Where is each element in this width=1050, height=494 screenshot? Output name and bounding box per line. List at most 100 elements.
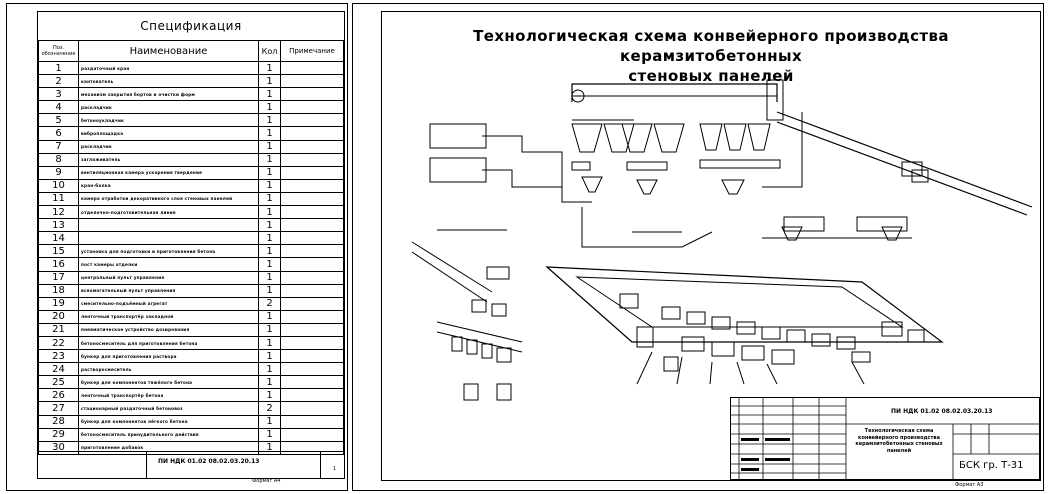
row-note — [280, 139, 344, 154]
scheme-drawing — [411, 79, 1033, 401]
mixer — [721, 179, 745, 195]
row-note — [280, 87, 344, 102]
row-note — [280, 191, 344, 207]
row-note — [280, 335, 344, 351]
row-number: 10 — [38, 178, 79, 193]
panel-stacks — [619, 293, 925, 372]
row-number: 16 — [38, 257, 79, 272]
row-number: 28 — [38, 414, 79, 429]
specification-format: Формат А4 — [252, 478, 281, 484]
row-number: 24 — [38, 362, 79, 377]
row-name: пневматическое устройство дозирования — [78, 322, 259, 337]
row-name — [78, 231, 259, 246]
mixer — [581, 176, 603, 193]
left-line — [411, 229, 510, 317]
row-number: 13 — [38, 218, 79, 233]
row-qty: 1 — [258, 218, 281, 233]
row-note — [280, 309, 344, 324]
row-qty: 1 — [258, 362, 281, 377]
right-units — [781, 169, 929, 241]
specification-frame: Спецификация Поз. обозначение Наименован… — [37, 11, 345, 479]
row-number: 20 — [38, 309, 79, 324]
row-name: бункер для компонентов тяжёлого бетона — [78, 375, 259, 390]
specification-table: Поз. обозначение Наименование Кол Примеч… — [38, 40, 344, 455]
row-note — [280, 375, 344, 390]
molds — [661, 306, 871, 365]
row-name: вспомогательный пульт управления — [78, 283, 259, 298]
scheme-frame: Технологическая схема конвейерного произ… — [381, 11, 1041, 481]
row-qty: 1 — [258, 231, 281, 246]
row-note — [280, 244, 344, 259]
row-name: центральный пульт управления — [78, 270, 259, 285]
mixer — [636, 179, 658, 195]
row-note — [280, 231, 344, 246]
row-number: 1 — [38, 60, 79, 76]
row-qty: 1 — [258, 257, 281, 272]
row-qty: 1 — [258, 126, 281, 141]
row-name: установка для подготовки и приготовления… — [78, 244, 259, 259]
row-number: 15 — [38, 244, 79, 259]
row-name: кантователь — [78, 74, 259, 89]
row-number: 11 — [38, 191, 79, 207]
scheme-stamp-code: ПИ НДК 01.02 08.02.03.20.13 — [891, 408, 993, 415]
row-number: 7 — [38, 139, 79, 154]
row-name: пост камеры отделки — [78, 257, 259, 272]
row-number: 19 — [38, 296, 79, 311]
pipeline — [482, 169, 562, 188]
row-name: смесительно-подъёмный агрегат — [78, 296, 259, 311]
row-note — [280, 100, 344, 115]
row-note — [280, 414, 344, 429]
row-number: 9 — [38, 165, 79, 180]
row-note — [280, 349, 344, 364]
row-qty: 1 — [258, 60, 281, 76]
row-number: 21 — [38, 322, 79, 337]
specification-stamp: ПИ НДК 01.02 08.02.03.20.13 1 — [38, 451, 344, 478]
row-note — [280, 322, 344, 337]
drive-pulley — [571, 89, 585, 103]
row-note — [280, 165, 344, 180]
row-name: заглаживатель — [78, 152, 259, 167]
row-qty: 1 — [258, 349, 281, 364]
row-note — [280, 205, 344, 220]
scheme-title-line1: Технологическая схема конвейерного произ… — [473, 27, 949, 65]
gallery-conveyor — [571, 83, 778, 97]
row-note — [280, 362, 344, 377]
row-qty: 1 — [258, 375, 281, 390]
row-name: кран-балка — [78, 178, 259, 193]
row-name: виброплощадка — [78, 126, 259, 141]
row-note — [280, 296, 344, 311]
row-number: 29 — [38, 427, 79, 442]
row-name: ленточный транспортёр бетона — [78, 388, 259, 403]
row-name: камера отработки декоративного слоя стен… — [78, 191, 259, 207]
scheme-title-line2: стеновых панелей — [628, 67, 794, 85]
specification-stamp-code: ПИ НДК 01.02 08.02.03.20.13 — [158, 458, 260, 465]
header-note: Примечание — [280, 40, 344, 62]
row-qty: 1 — [258, 100, 281, 115]
row-qty: 1 — [258, 139, 281, 154]
row-number: 6 — [38, 126, 79, 141]
pipeline — [482, 135, 592, 203]
table-header-row: Поз. обозначение Наименование Кол Примеч… — [38, 40, 344, 62]
scheme-sheet: Технологическая схема конвейерного произ… — [352, 3, 1044, 491]
row-qty: 1 — [258, 244, 281, 259]
hopper-group-2 — [621, 123, 685, 171]
row-qty: 1 — [258, 178, 281, 193]
scheme-stamp: ПИ НДК 01.02 08.02.03.20.13 Технологичес… — [730, 397, 1041, 481]
row-name: раскладчик — [78, 139, 259, 154]
